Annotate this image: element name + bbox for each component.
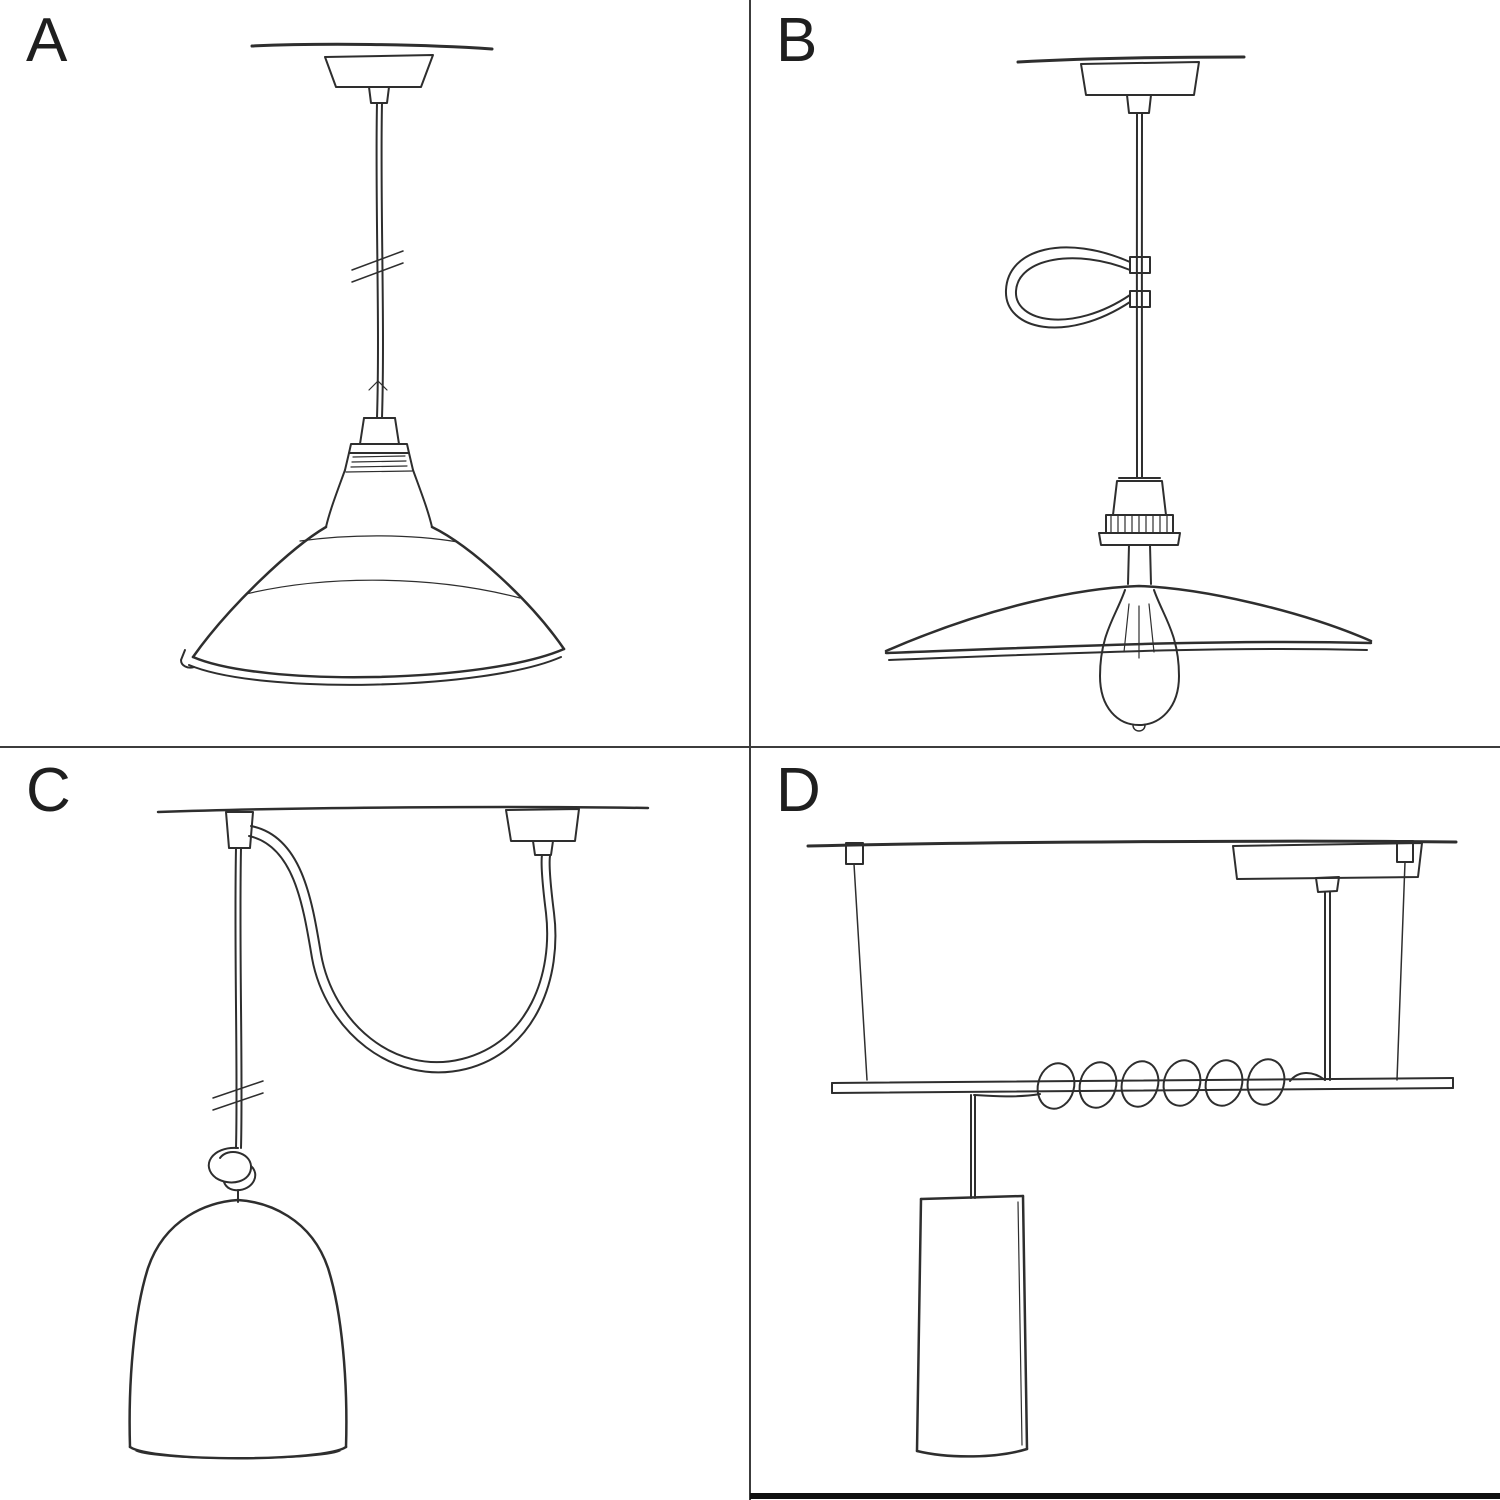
panel-a-label: A bbox=[26, 6, 69, 75]
suspension-wires bbox=[845, 840, 1414, 1081]
ceiling-canopy bbox=[1232, 842, 1423, 1081]
pendant-cable bbox=[351, 102, 404, 419]
bell-shade bbox=[128, 1198, 348, 1460]
lamp-holder bbox=[325, 417, 433, 528]
sketch-pendant-swag-hook bbox=[128, 805, 650, 1460]
swag-cable bbox=[248, 825, 557, 1074]
industrial-shade bbox=[180, 525, 566, 686]
sketch-pendant-straight-drop bbox=[180, 42, 566, 686]
cable-clip-loop bbox=[1004, 246, 1151, 329]
ceiling-line bbox=[806, 839, 1458, 848]
horizontal-bar bbox=[831, 1077, 1454, 1094]
tube-shade bbox=[915, 1194, 1029, 1458]
ceiling-line bbox=[156, 805, 650, 814]
panel-b: B bbox=[750, 0, 1500, 750]
bottom-border-bar bbox=[750, 1493, 1500, 1499]
ceiling-canopy bbox=[1016, 55, 1246, 114]
cable-knot bbox=[207, 1146, 257, 1203]
light-bulb bbox=[1099, 589, 1180, 732]
horizontal-divider bbox=[0, 746, 1500, 748]
ceiling-canopy bbox=[505, 808, 580, 856]
panel-c: C bbox=[0, 750, 750, 1500]
ceiling-hook bbox=[225, 811, 254, 849]
panel-a: A bbox=[0, 0, 750, 750]
lamp-holder bbox=[1098, 477, 1181, 585]
drop-cable bbox=[970, 1094, 976, 1199]
plate-shade bbox=[884, 584, 1373, 661]
sketch-pendant-cable-clip bbox=[884, 55, 1373, 732]
ceiling-canopy bbox=[250, 42, 494, 104]
sketch-pendant-suspended-bar bbox=[806, 839, 1458, 1458]
panel-c-label: C bbox=[26, 756, 72, 825]
vertical-divider bbox=[749, 0, 751, 1500]
coiled-cable bbox=[973, 1058, 1326, 1110]
panel-b-label: B bbox=[776, 6, 819, 75]
panel-d-label: D bbox=[776, 756, 822, 825]
panel-d: D bbox=[750, 750, 1500, 1500]
drop-cable bbox=[212, 847, 264, 1149]
pendant-cable bbox=[1135, 112, 1144, 479]
